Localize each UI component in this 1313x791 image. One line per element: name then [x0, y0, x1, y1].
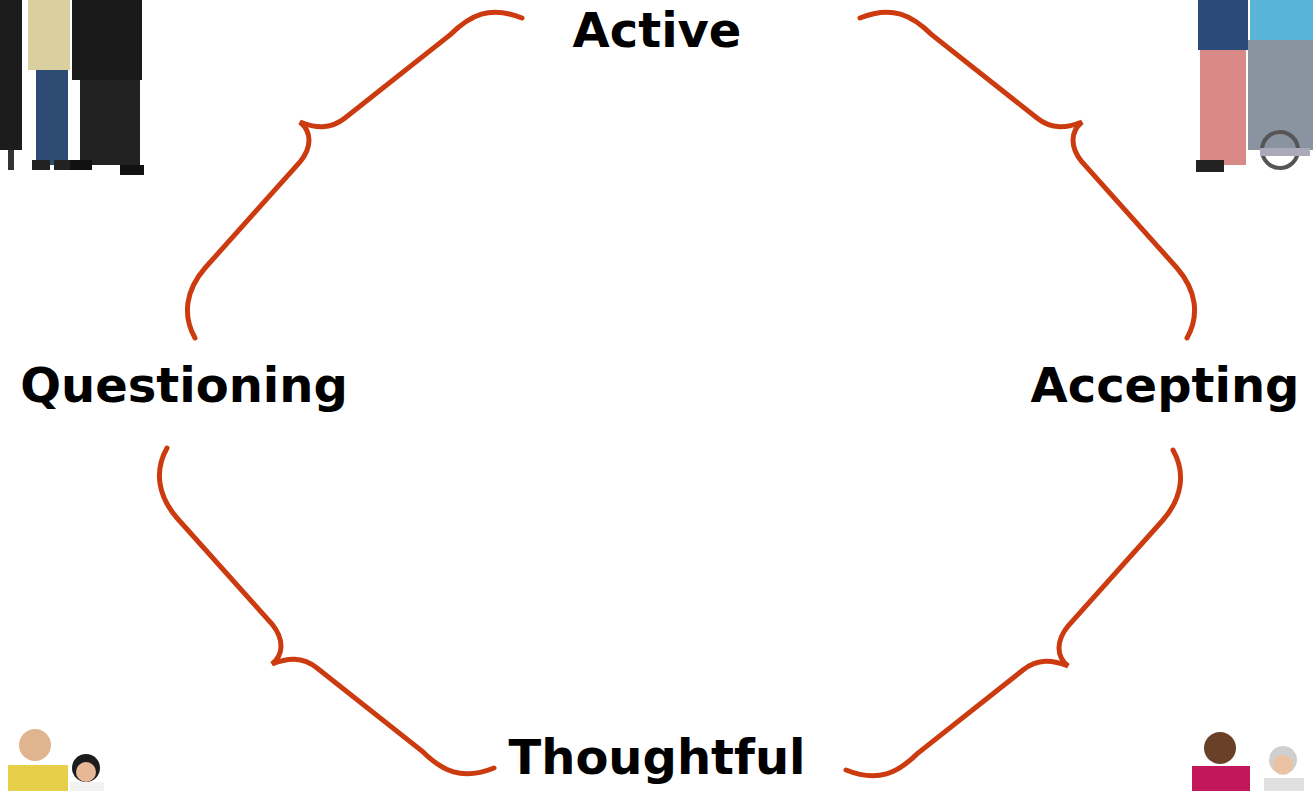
trait-label: Active: [573, 4, 742, 57]
trait-label: Accepting: [1031, 359, 1300, 412]
trait-label: Thoughtful: [508, 731, 805, 784]
trait-label: Questioning: [20, 359, 348, 412]
